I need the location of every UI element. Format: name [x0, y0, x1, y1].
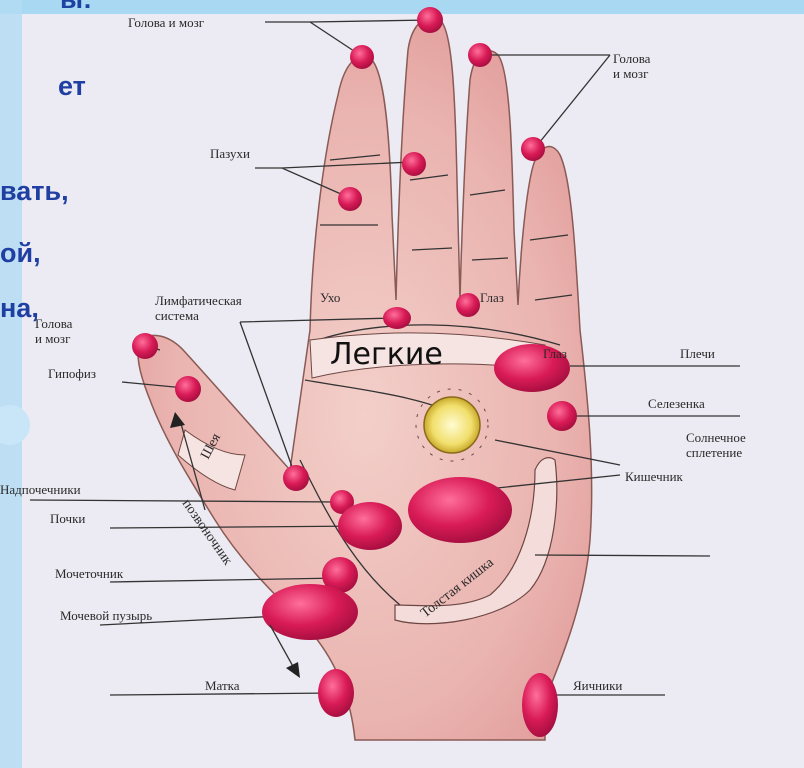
- point-pituitary: [175, 376, 201, 402]
- label-lymph-2: система: [155, 308, 199, 323]
- point-head-brain-middle: [417, 7, 443, 33]
- label-eye-top: Глаз: [480, 290, 504, 305]
- label-head-brain-left-1: Голова: [35, 316, 73, 331]
- point-solar-plexus: [424, 397, 480, 453]
- label-ovaries: Яичники: [573, 678, 622, 693]
- label-solar-1: Солнечное: [686, 430, 746, 445]
- slide-text-line-3: вать,: [0, 176, 69, 206]
- label-kidneys: Почки: [50, 511, 85, 526]
- point-head-brain-thumb: [132, 333, 158, 359]
- label-lungs: Легкие: [330, 337, 443, 372]
- slide-text-line-5: на,: [0, 293, 39, 323]
- label-head-brain-left-2: и мозг: [35, 331, 70, 346]
- point-uterus: [318, 669, 354, 717]
- slide-text-line-1: ы:: [60, 0, 92, 14]
- label-intestine: Кишечник: [625, 469, 684, 484]
- point-ovaries: [522, 673, 558, 737]
- label-ear: Ухо: [320, 290, 340, 305]
- point-kidneys: [338, 502, 402, 550]
- point-eye: [456, 293, 480, 317]
- slide-frame-left: [0, 0, 22, 768]
- point-sinus-middle: [402, 152, 426, 176]
- label-shoulders: Плечи: [680, 346, 715, 361]
- slide-text-line-4: ой,: [0, 238, 41, 268]
- point-head-brain-little: [521, 137, 545, 161]
- label-sinuses: Пазухи: [210, 146, 250, 161]
- slide-frame-top: [0, 0, 804, 14]
- point-bladder: [262, 584, 358, 640]
- label-head-brain-right-2: и мозг: [613, 66, 648, 81]
- label-eye-side: Глаз: [543, 346, 567, 361]
- label-ureter: Мочеточник: [55, 566, 124, 581]
- label-pituitary: Гипофиз: [48, 366, 96, 381]
- point-head-brain-index: [350, 45, 374, 69]
- slide-text-line-2: ет: [58, 71, 86, 101]
- label-solar-2: сплетение: [686, 445, 742, 460]
- label-lymph-1: Лимфатическая: [155, 293, 242, 308]
- point-sinus-index: [338, 187, 362, 211]
- label-bladder: Мочевой пузырь: [60, 608, 152, 623]
- label-uterus: Матка: [205, 678, 240, 693]
- point-head-brain-ring: [468, 43, 492, 67]
- point-lymph: [283, 465, 309, 491]
- label-adrenals: Надпочечники: [0, 482, 81, 497]
- label-spleen: Селезенка: [648, 396, 705, 411]
- label-head-brain-top: Голова и мозг: [128, 15, 204, 30]
- point-ear: [383, 307, 411, 329]
- label-head-brain-right-1: Голова: [613, 51, 651, 66]
- point-spleen: [547, 401, 577, 431]
- point-intestine: [408, 477, 512, 543]
